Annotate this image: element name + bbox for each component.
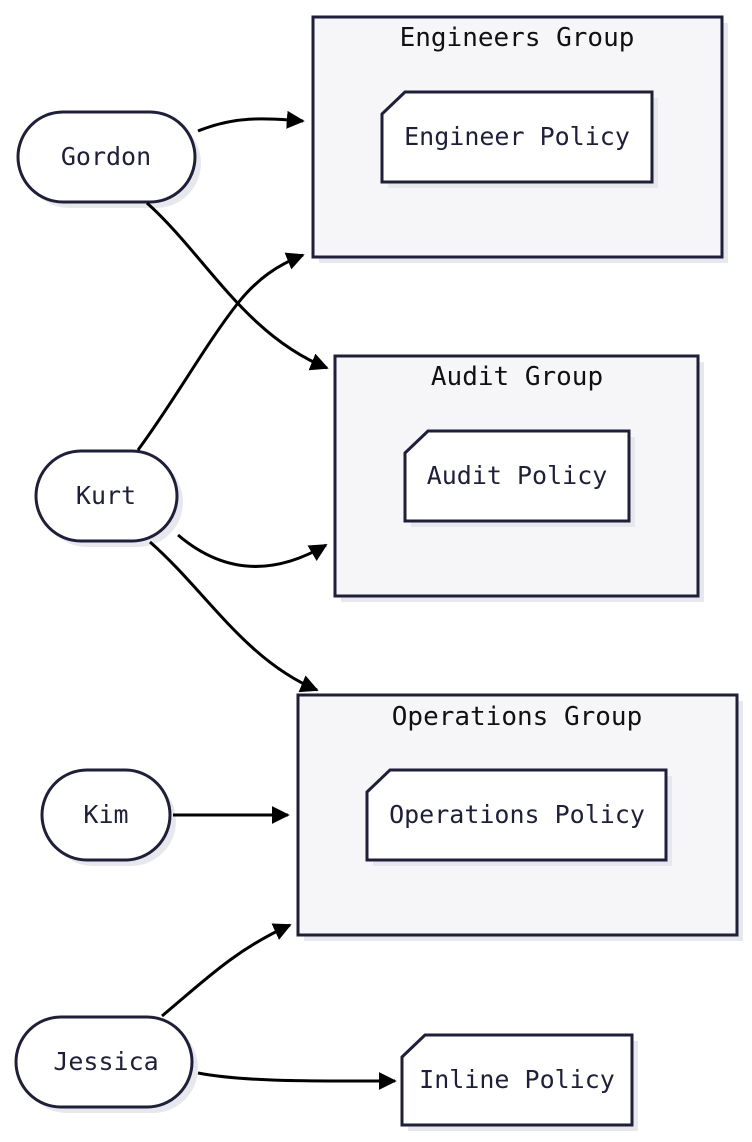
inline-policy-box (400, 1033, 634, 1127)
user-gordon-label: Gordon (61, 142, 151, 171)
user-gordon: Gordon (16, 110, 201, 208)
user-kim-box (40, 768, 172, 862)
operations-policy-label: Operations Policy (389, 800, 645, 829)
edge-kurt-engineers (136, 252, 305, 451)
user-kim: Kim (40, 768, 176, 866)
audit-policy-label: Audit Policy (427, 461, 608, 490)
edge-gordon-audit (145, 201, 329, 371)
edge-jessica-operations (161, 923, 292, 1018)
user-kurt-label: Kurt (76, 481, 136, 510)
user-gordon-box (16, 110, 197, 204)
operations-group-title: Operations Group (392, 702, 642, 732)
edge-kurt-operations (149, 540, 319, 693)
user-jessica-box (14, 1015, 194, 1109)
audit-group-title: Audit Group (431, 362, 603, 392)
edge-kurt-audit (177, 533, 328, 568)
edges (136, 110, 397, 1091)
audit-policy-box (403, 429, 631, 523)
user-kim-label: Kim (83, 800, 128, 829)
user-jessica: Jessica (14, 1015, 198, 1113)
audit-policy-node: Audit Policy (403, 429, 635, 527)
user-kurt: Kurt (34, 449, 183, 547)
edge-gordon-engineers (197, 110, 305, 133)
edge-jessica-inline-policy (197, 1071, 397, 1091)
user-kurt-box (34, 449, 179, 543)
engineer-policy-label: Engineer Policy (404, 122, 630, 151)
operations-policy-box (365, 768, 668, 862)
engineers-group-title: Engineers Group (400, 23, 635, 53)
engineer-policy-node: Engineer Policy (380, 90, 658, 188)
inline-policy-node: Inline Policy (400, 1033, 638, 1131)
engineer-policy-box (380, 90, 654, 184)
user-jessica-label: Jessica (53, 1047, 158, 1076)
operations-policy-node: Operations Policy (365, 768, 672, 866)
inline-policy-label: Inline Policy (419, 1065, 615, 1094)
